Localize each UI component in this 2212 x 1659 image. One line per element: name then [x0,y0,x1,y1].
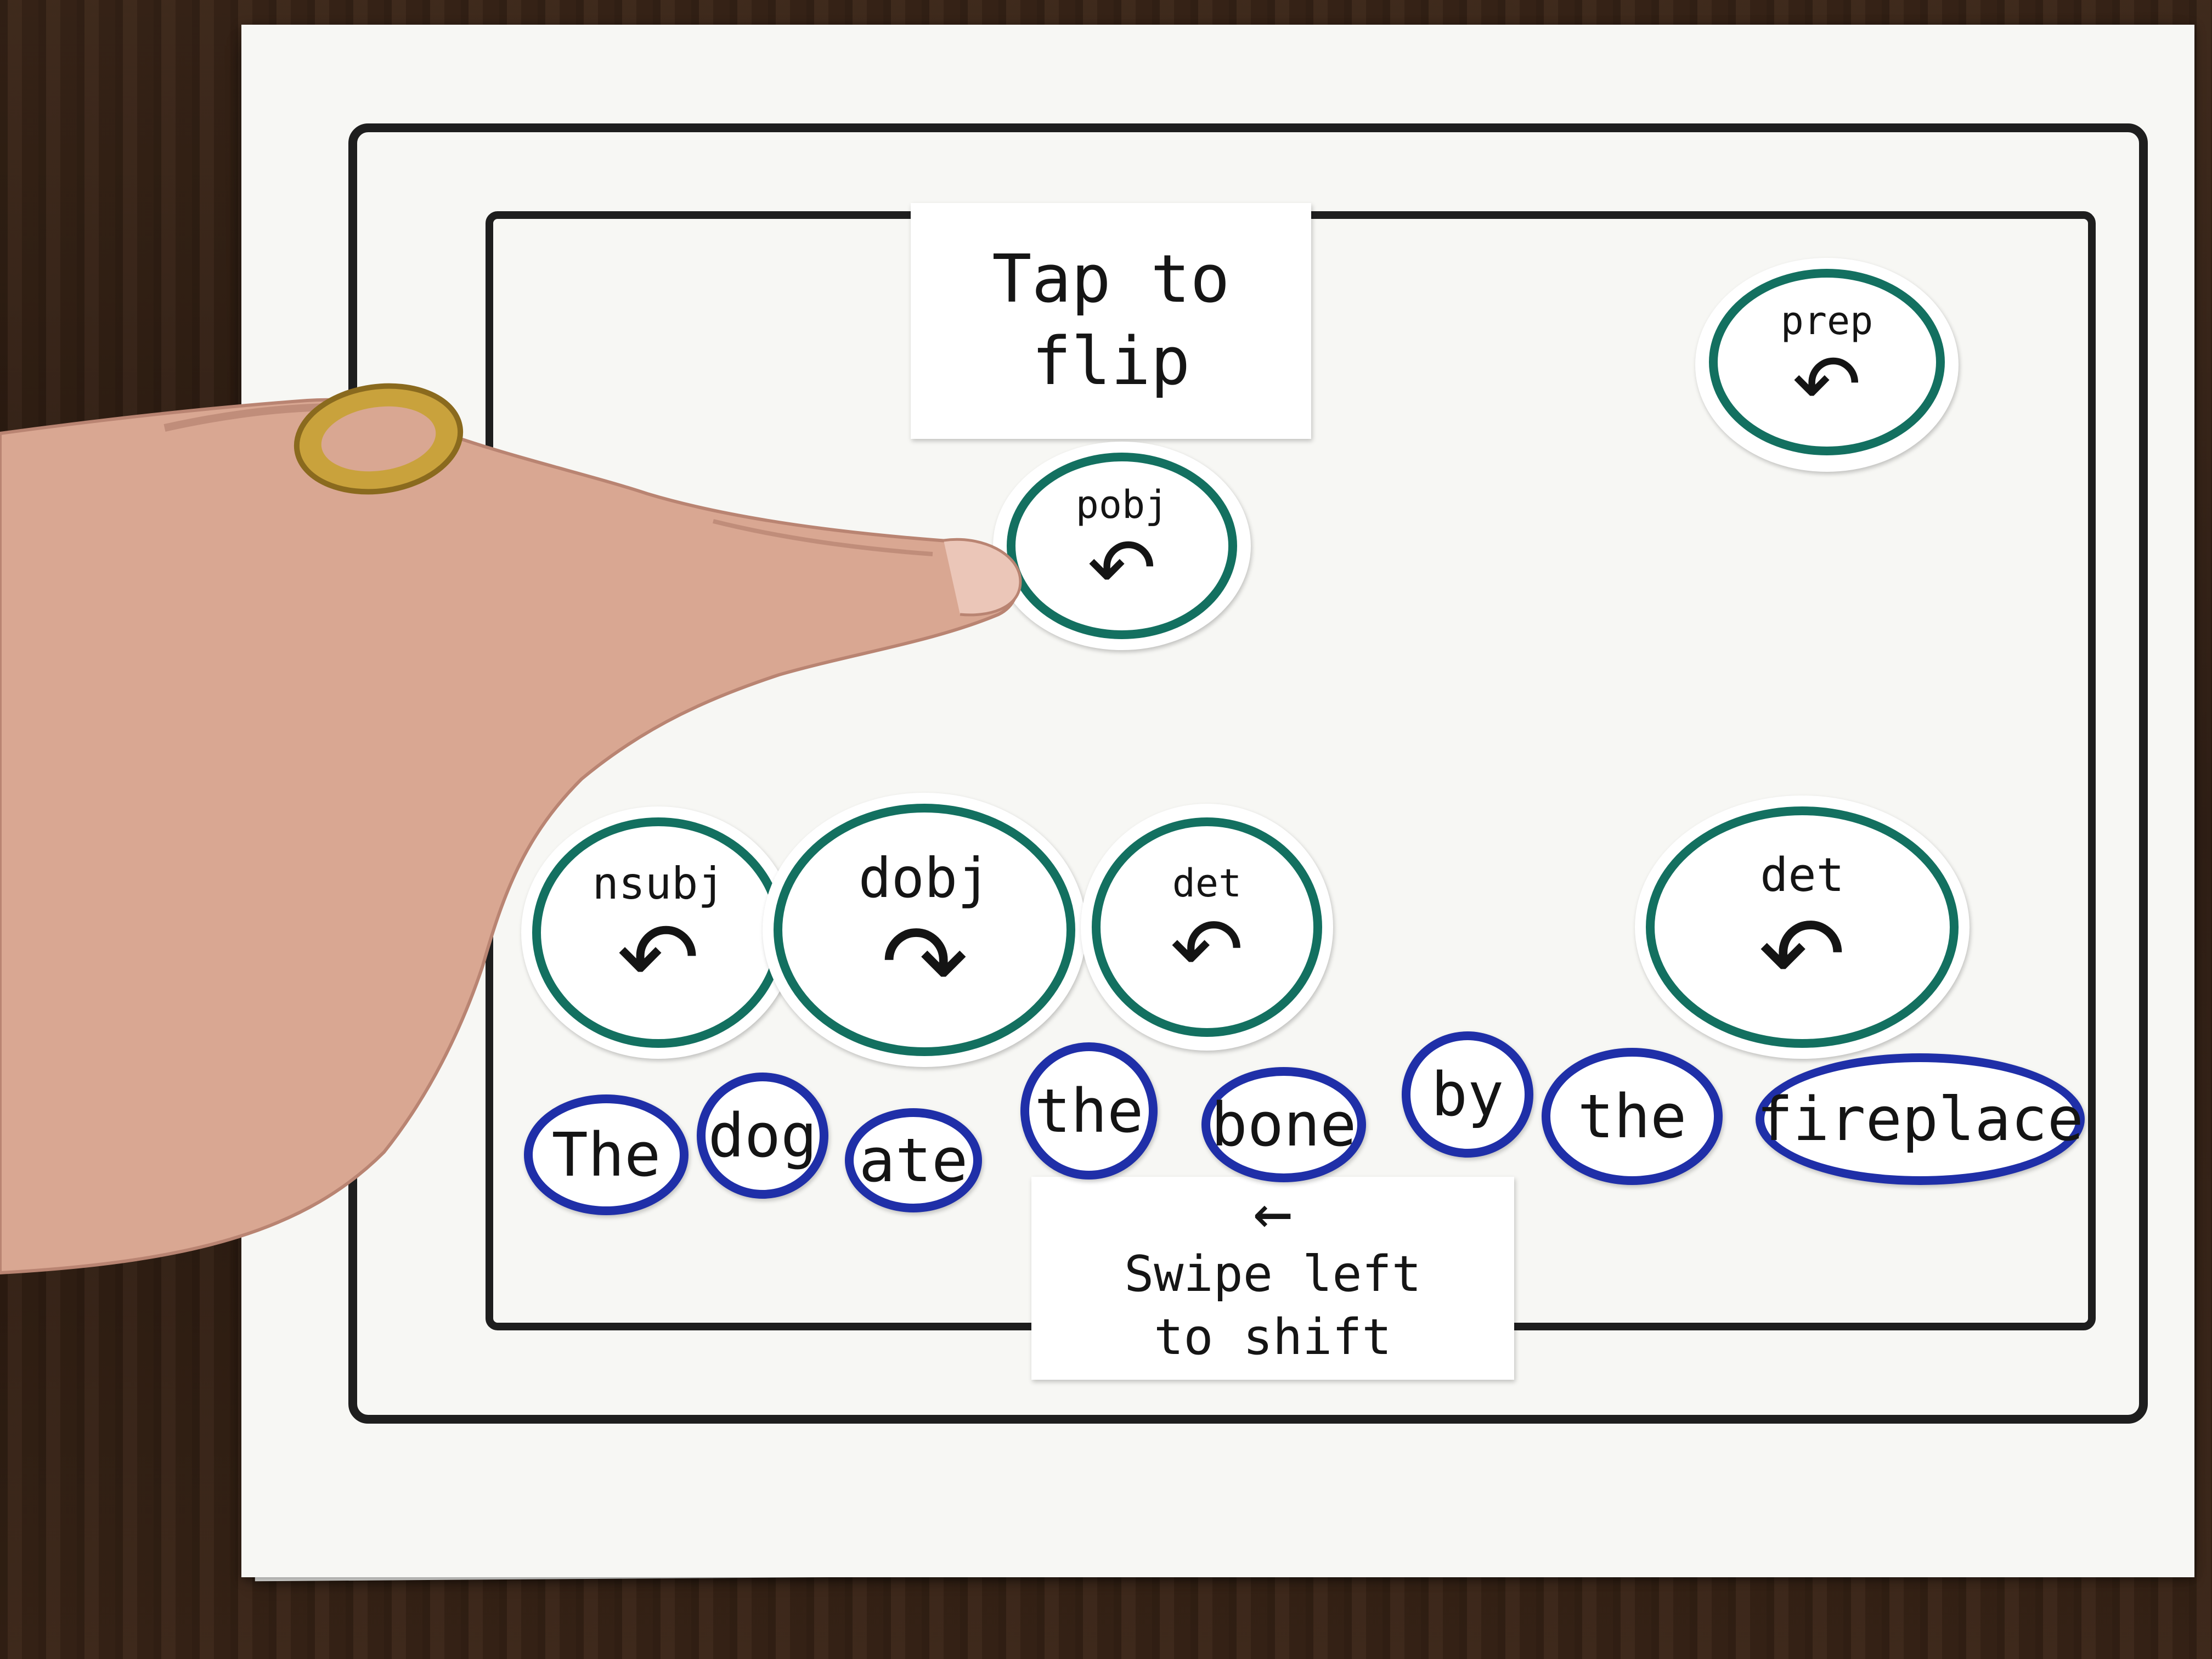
swipe-to-shift-hint: ← Swipe left to shift [1031,1177,1514,1380]
dependency-label: dobj [858,845,991,910]
swipe-hint-line1: Swipe left [1124,1245,1421,1303]
dependency-card-prep[interactable]: prep ↶ [1695,258,1959,472]
dependency-ring-nsubj: nsubj ↶ [532,817,785,1048]
tap-hint-text: Tap to flip [992,241,1230,400]
left-arc-arrow-icon: ↶ [1170,898,1244,1001]
dependency-card-det-1[interactable]: det ↶ [1081,804,1333,1051]
word-token[interactable]: the [1542,1048,1723,1185]
left-arc-arrow-icon: ↶ [617,900,700,1015]
left-arrow-icon: ← [1252,1174,1293,1250]
dependency-card-pobj[interactable]: pobj ↶ [993,442,1251,650]
word-token[interactable]: ate [845,1108,982,1212]
dependency-label: det [1760,848,1844,902]
word-token[interactable]: The [524,1094,689,1215]
left-arc-arrow-icon: ↶ [1792,337,1861,432]
word-token[interactable]: fireplace [1756,1053,2085,1185]
left-arc-arrow-icon: ↶ [1087,521,1156,616]
swipe-hint-line2: to shift [1154,1308,1392,1366]
dependency-label: det [1172,861,1242,906]
dependency-ring-det: det ↶ [1646,806,1959,1048]
dependency-ring-prep: prep ↶ [1709,269,1945,455]
tap-to-flip-hint: Tap to flip [911,203,1311,439]
dependency-label: prep [1780,298,1874,343]
word-token[interactable]: dog [697,1073,828,1199]
left-arc-arrow-icon: ↶ [1758,893,1846,1015]
word-token[interactable]: bone [1201,1067,1366,1182]
dependency-ring-det: det ↶ [1092,817,1322,1037]
dependency-card-nsubj[interactable]: nsubj ↶ [521,806,795,1059]
word-token[interactable]: the [1020,1042,1158,1180]
dependency-ring-pobj: pobj ↶ [1007,453,1237,639]
dependency-card-dobj[interactable]: dobj ↷ [763,793,1086,1067]
word-token[interactable]: by [1402,1031,1533,1158]
dependency-ring-dobj: dobj ↷ [774,804,1075,1056]
right-arc-arrow-icon: ↷ [881,901,968,1023]
dependency-card-det-2[interactable]: det ↶ [1635,795,1970,1059]
dependency-label: pobj [1075,482,1169,527]
